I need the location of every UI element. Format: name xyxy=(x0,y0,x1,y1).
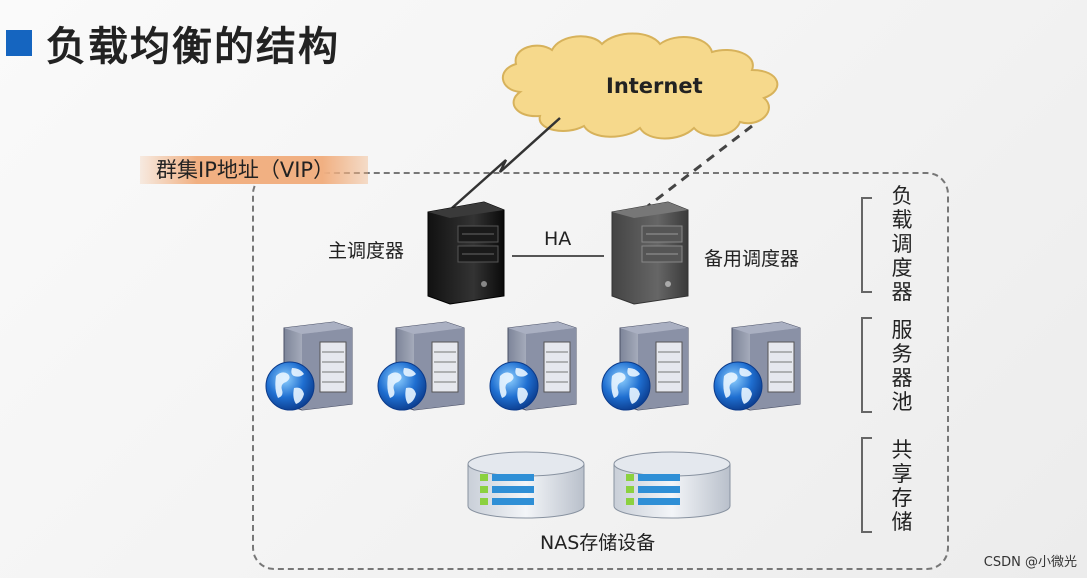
layer-label-shared-storage: 共享存储 xyxy=(891,438,913,534)
server-pool-node-1-icon xyxy=(265,321,353,411)
server-pool-node-5-icon xyxy=(713,321,801,411)
page-title: 负载均衡的结构 xyxy=(46,24,340,70)
internet-cloud-icon xyxy=(502,32,779,140)
layer-label-server-pool: 服务器池 xyxy=(891,318,913,414)
internet-label: Internet xyxy=(606,74,703,98)
backup-wan-link xyxy=(647,124,753,208)
title-bullet-square xyxy=(6,30,32,56)
primary-wan-link xyxy=(451,117,561,209)
watermark: CSDN @小微光 xyxy=(983,555,1077,570)
nas-disk-2-icon xyxy=(613,451,731,519)
cluster-boundary xyxy=(252,172,949,570)
layer-label-scheduler: 负载调度器 xyxy=(891,184,913,304)
server-pool-node-3-icon xyxy=(489,321,577,411)
backup-scheduler-icon xyxy=(611,201,689,305)
primary-scheduler-label: 主调度器 xyxy=(328,240,405,262)
ha-label: HA xyxy=(544,228,572,250)
nas-storage-label: NAS存储设备 xyxy=(540,532,656,554)
primary-scheduler-icon xyxy=(427,201,505,305)
title-bar: 负载均衡的结构 xyxy=(6,14,340,72)
server-pool-node-4-icon xyxy=(601,321,689,411)
backup-scheduler-label: 备用调度器 xyxy=(704,248,800,270)
nas-disk-1-icon xyxy=(467,451,585,519)
server-pool-node-2-icon xyxy=(377,321,465,411)
layer-brackets xyxy=(861,197,872,533)
cluster-vip-label: 群集IP地址（VIP） xyxy=(140,156,369,184)
